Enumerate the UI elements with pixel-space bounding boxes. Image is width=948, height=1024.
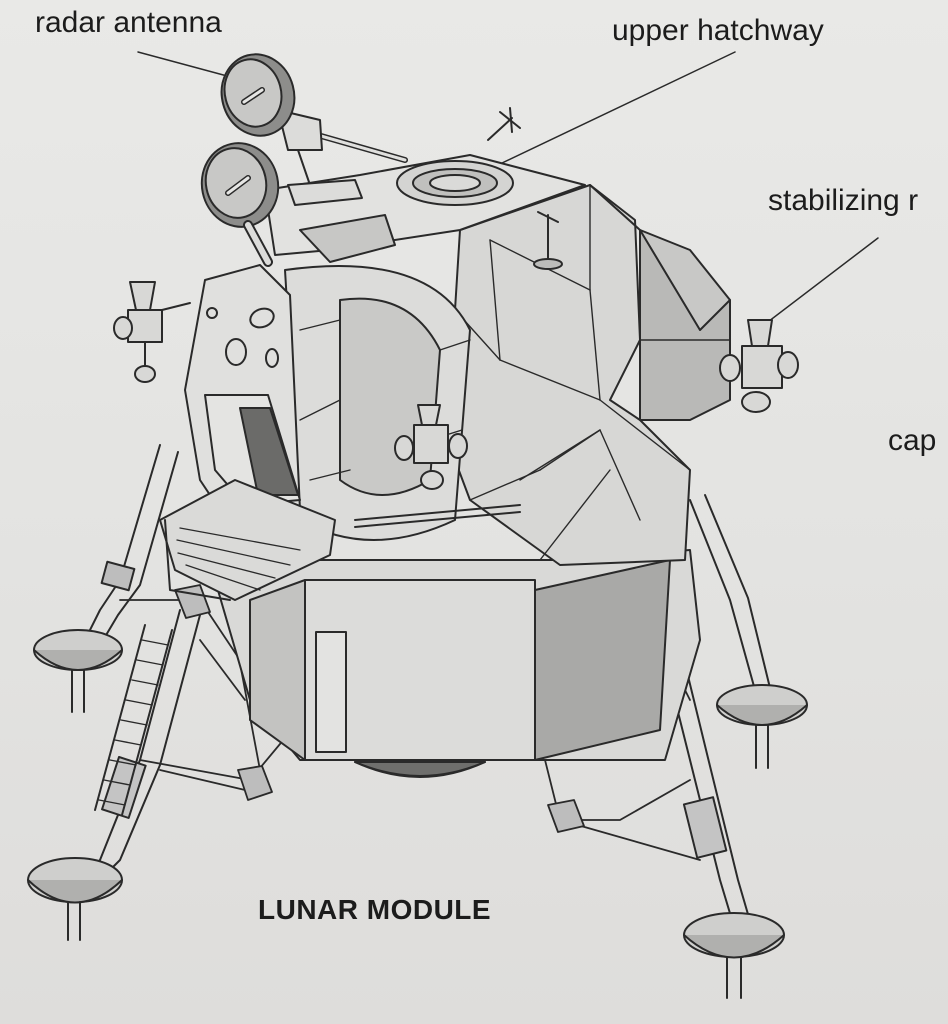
footpad-back-right	[716, 684, 808, 769]
descent-engine-shadow	[354, 761, 486, 778]
label-upper-hatchway: upper hatchway	[612, 14, 824, 47]
ladder	[94, 624, 173, 816]
footpad-front-left	[27, 857, 123, 941]
ascent-stage	[159, 107, 731, 601]
label-cap: cap	[888, 424, 937, 457]
leader-hatch	[457, 51, 736, 185]
footpad-back-left	[33, 629, 123, 713]
radar-dish-upper	[220, 53, 296, 137]
radar-dish-lower	[200, 142, 280, 267]
upper-hatchway	[396, 160, 514, 206]
label-stabilizing: stabilizing r	[768, 184, 919, 217]
footpads	[27, 629, 808, 999]
thruster-left	[113, 281, 191, 383]
radar-antennas	[200, 53, 408, 267]
label-radar-antenna: radar antenna	[35, 6, 222, 39]
footpad-front-right	[683, 912, 785, 999]
diagram-caption: LUNAR MODULE	[258, 894, 492, 925]
thrusters	[113, 281, 799, 490]
leader-stab	[759, 237, 879, 329]
thruster-center	[394, 404, 468, 490]
thruster-right	[719, 319, 799, 413]
descent-stage	[214, 549, 701, 777]
